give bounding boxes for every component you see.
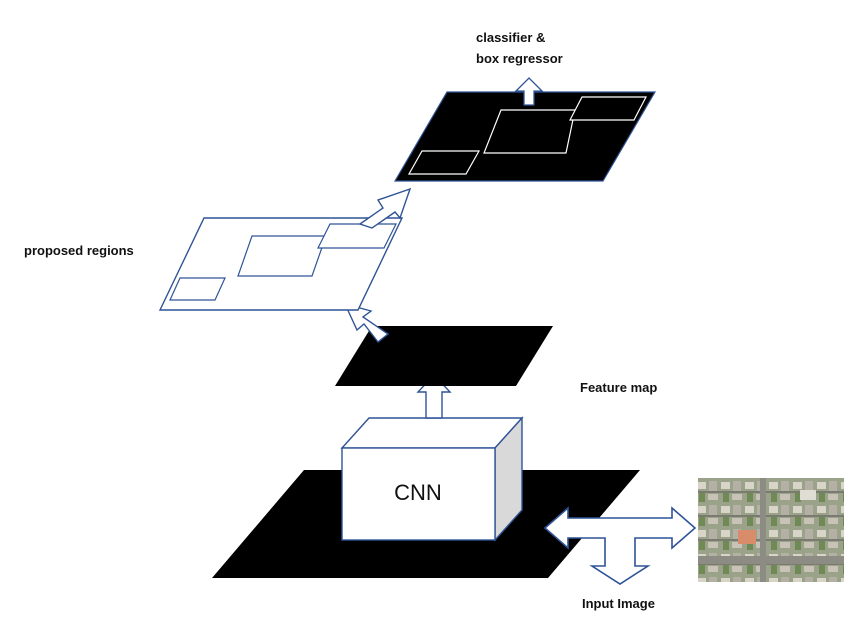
cnn-label: CNN (394, 480, 442, 505)
classifier-box-1 (407, 150, 481, 175)
region-box-large (237, 235, 327, 277)
classifier-label-line2: box regressor (476, 51, 563, 66)
input-double-arrow (543, 506, 697, 585)
classifier-box-2 (483, 109, 576, 154)
input-satellite-image (698, 478, 844, 582)
proposed-regions-label: proposed regions (24, 243, 134, 258)
classifier-box-3 (569, 96, 647, 121)
classifier-output-arrow (514, 77, 544, 106)
feature-map-plane (335, 326, 553, 386)
region-box-small (169, 277, 226, 301)
cnn-box-front (341, 447, 496, 541)
feature-map-label: Feature map (580, 380, 657, 395)
classifier-label-line1: classifier & (476, 30, 545, 45)
regions-to-classifier-arrow (358, 187, 412, 229)
region-box-right (317, 223, 397, 249)
cnn-box-top (340, 417, 524, 449)
input-image-label: Input Image (582, 596, 655, 611)
